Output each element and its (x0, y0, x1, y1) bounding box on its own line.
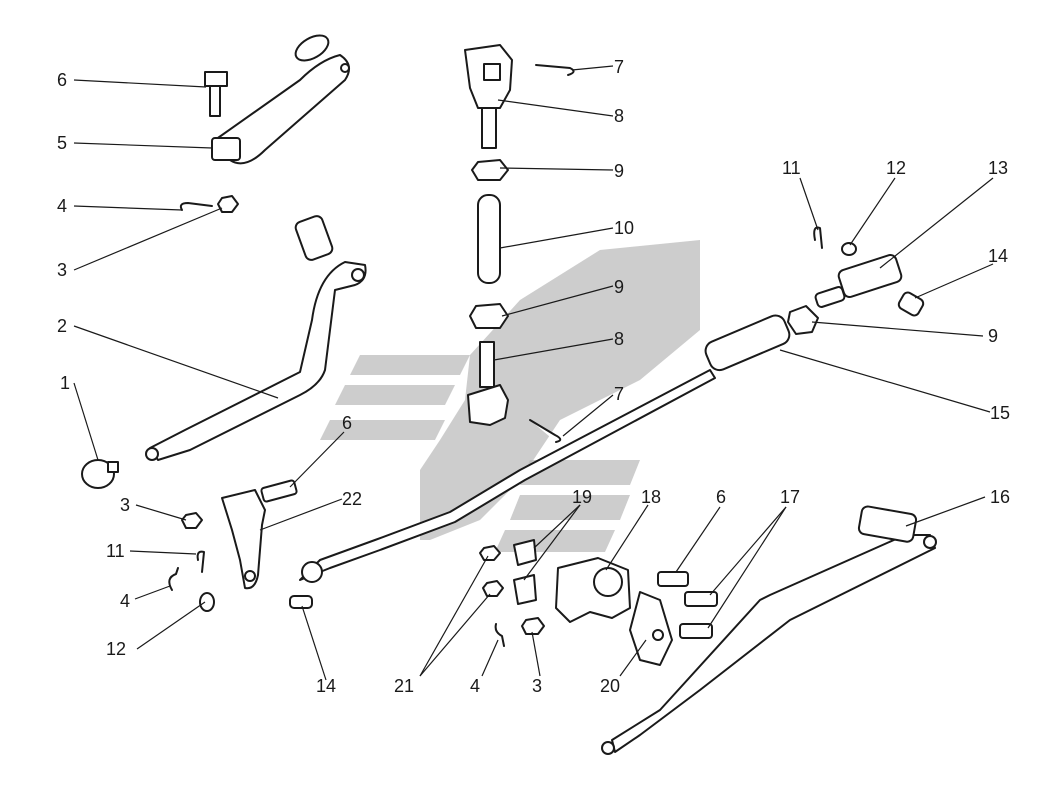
callout-c12a: 12 (106, 639, 126, 659)
part-15-rod (299, 314, 791, 583)
part-22-clamp-lever (221, 479, 298, 590)
part-10-tube (477, 194, 501, 284)
callout-c21: 21 (394, 676, 414, 696)
part-17-bolt-a (684, 591, 718, 607)
callout-c14b: 14 (988, 246, 1008, 266)
callout-c4a: 4 (57, 196, 67, 216)
part-5-lever-arm (211, 34, 350, 165)
part-7-pin-top (535, 64, 575, 76)
part-3-nut-left (181, 512, 203, 529)
callout-c6b: 6 (342, 413, 352, 433)
callout-c22: 22 (342, 489, 362, 509)
part-13-clevis (814, 253, 903, 308)
part-9-nut-right (787, 305, 819, 335)
callout-c12b: 12 (886, 158, 906, 178)
part-1-knob (81, 459, 119, 489)
callout-c13: 13 (988, 158, 1008, 178)
part-6-bolt-top (204, 71, 228, 117)
callout-c11a: 11 (106, 541, 125, 561)
part-12-washer-left (199, 592, 215, 612)
callout-c6c: 6 (716, 487, 726, 507)
callout-c18: 18 (641, 487, 661, 507)
callout-c9c: 9 (988, 326, 998, 346)
callout-c1: 1 (60, 373, 70, 393)
callout-c16: 16 (990, 487, 1010, 507)
part-11-pin-left (196, 550, 205, 573)
part-6-bolt-right (657, 571, 689, 587)
callout-c3b: 3 (120, 495, 130, 515)
part-18-bracket (555, 557, 631, 623)
callout-c8a: 8 (614, 106, 624, 126)
callout-c11b: 11 (782, 158, 801, 178)
callout-c4b: 4 (120, 591, 130, 611)
callout-labels: 6 5 4 3 2 1 3 11 4 12 14 6 22 7 8 9 10 9… (57, 57, 1010, 696)
part-4-cotter-pin-top (179, 202, 213, 211)
part-3-nut-bottom (521, 617, 545, 635)
callout-c6a: 6 (57, 70, 67, 90)
part-9-nut-middle (469, 303, 509, 329)
callout-c9b: 9 (614, 277, 624, 297)
part-8-yoke-bottom (467, 341, 509, 426)
callout-c8b: 8 (614, 329, 624, 349)
callout-c15: 15 (990, 403, 1010, 423)
leader-lines (73, 65, 994, 681)
callout-c2: 2 (57, 316, 67, 336)
part-14-pin-right (897, 291, 925, 317)
callout-c17: 17 (780, 487, 800, 507)
callout-c4c: 4 (470, 676, 480, 696)
part-4-pin-bottom (494, 623, 505, 647)
callout-c9a: 9 (614, 161, 624, 181)
part-7-pin-bottom (529, 419, 562, 443)
callout-c20: 20 (600, 676, 620, 696)
callout-c3c: 3 (532, 676, 542, 696)
callout-c3a: 3 (57, 260, 67, 280)
part-4-pin-left (168, 567, 179, 591)
part-3-nut-top (217, 195, 239, 213)
part-16-lever-right (601, 505, 937, 755)
callout-c5: 5 (57, 133, 67, 153)
part-17-bolt-b (679, 623, 713, 639)
callout-c19: 19 (572, 487, 592, 507)
part-8-yoke-top (464, 44, 513, 149)
part-21-nut-b (482, 580, 504, 597)
part-21-nut-a (479, 545, 501, 561)
part-19-bracket-a (513, 539, 537, 566)
watermark-logo (320, 240, 700, 552)
part-11-pin-right (813, 226, 823, 249)
callout-c7b: 7 (614, 384, 624, 404)
part-12-washer-right (841, 242, 857, 256)
part-2-long-lever (145, 215, 367, 461)
callout-c14a: 14 (316, 676, 336, 696)
callout-c10: 10 (614, 218, 634, 238)
part-14-pin-left (289, 595, 313, 609)
part-9-nut-top (471, 159, 509, 181)
part-19-bracket-b (513, 574, 537, 605)
callout-c7a: 7 (614, 57, 624, 77)
